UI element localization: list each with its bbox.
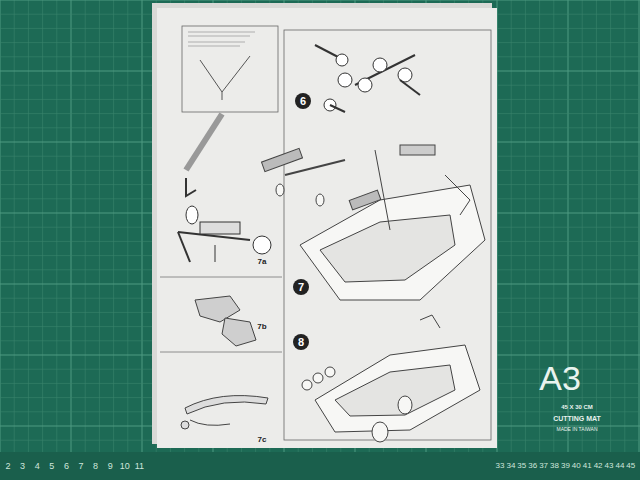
grid-line <box>113 0 114 452</box>
pointer-arrow <box>186 114 222 170</box>
ruler-number: 9 <box>108 462 113 471</box>
ruler-number: 38 <box>550 462 559 470</box>
ruler-number: 34 <box>506 462 515 470</box>
grid-line <box>596 0 597 452</box>
grid-line <box>28 0 29 452</box>
mat-text: 45 X 30 CM <box>561 404 593 410</box>
antenna-wire <box>222 92 223 100</box>
ruler-number: 37 <box>539 462 548 470</box>
ruler-number: 7 <box>78 462 83 471</box>
antenna-part <box>186 178 196 196</box>
step-badge <box>295 93 311 109</box>
grid-line <box>639 0 640 452</box>
mat-grid <box>0 0 640 452</box>
ruler-number: 8 <box>93 462 98 471</box>
ruler-number: 36 <box>528 462 537 470</box>
ruler-number: 45 <box>626 462 635 470</box>
mat-size-mark: A3 <box>539 361 581 395</box>
step-badge <box>293 279 309 295</box>
ruler-number: 3 <box>20 462 25 471</box>
step-number: 8 <box>298 337 304 348</box>
step-number: 7 <box>298 282 304 293</box>
ruler-number: 10 <box>120 462 130 471</box>
ruler-number: 5 <box>49 462 54 471</box>
ruler-number: 35 <box>517 462 526 470</box>
divider <box>160 352 282 353</box>
ruler-number: 42 <box>594 462 603 470</box>
grid-line <box>127 0 128 452</box>
grid-line <box>624 0 625 452</box>
inset-text-lines <box>188 32 255 46</box>
bracket-parts <box>195 296 256 346</box>
grid-line <box>99 0 100 452</box>
axle-assembly <box>178 206 271 262</box>
grid-line <box>0 0 640 1</box>
mat-text: CUTTING MAT <box>553 415 601 422</box>
ruler-number: 41 <box>583 462 592 470</box>
grid-line <box>142 0 143 452</box>
divider <box>160 277 282 278</box>
grid-line <box>511 0 512 452</box>
sub-step-number: 7b <box>257 323 266 331</box>
grid-line <box>42 0 43 452</box>
chassis <box>261 145 485 300</box>
sub-step-number: 7c <box>258 436 267 444</box>
step-panel <box>284 30 491 440</box>
grid-line <box>525 0 526 452</box>
chassis <box>302 315 480 442</box>
grid-line <box>71 0 72 452</box>
leaf-spring <box>181 396 268 429</box>
grid-line <box>610 0 611 452</box>
ruler-band <box>0 452 640 480</box>
antenna-wire <box>200 56 250 92</box>
ruler-number: 2 <box>5 462 10 471</box>
ruler-number: 40 <box>572 462 581 470</box>
mat-text: MADE IN TAIWAN <box>556 427 597 432</box>
step-number: 6 <box>300 96 306 107</box>
grid-line <box>14 0 15 452</box>
grid-line <box>582 0 583 452</box>
ruler-number: 11 <box>135 462 144 471</box>
ruler-number: 39 <box>561 462 570 470</box>
ruler-number: 44 <box>615 462 624 470</box>
ruler-number: 43 <box>605 462 614 470</box>
inset-box <box>182 26 278 112</box>
instruction-sheet <box>157 8 497 448</box>
grid-line <box>85 0 86 452</box>
ruler-number: 6 <box>64 462 69 471</box>
wheel-parts <box>315 45 420 112</box>
step-badge <box>293 334 309 350</box>
grid-line <box>0 0 1 452</box>
ruler-number: 33 <box>496 462 505 470</box>
grid-line <box>56 0 57 452</box>
sub-step-number: 7a <box>258 258 267 266</box>
ruler-number: 4 <box>35 462 40 471</box>
